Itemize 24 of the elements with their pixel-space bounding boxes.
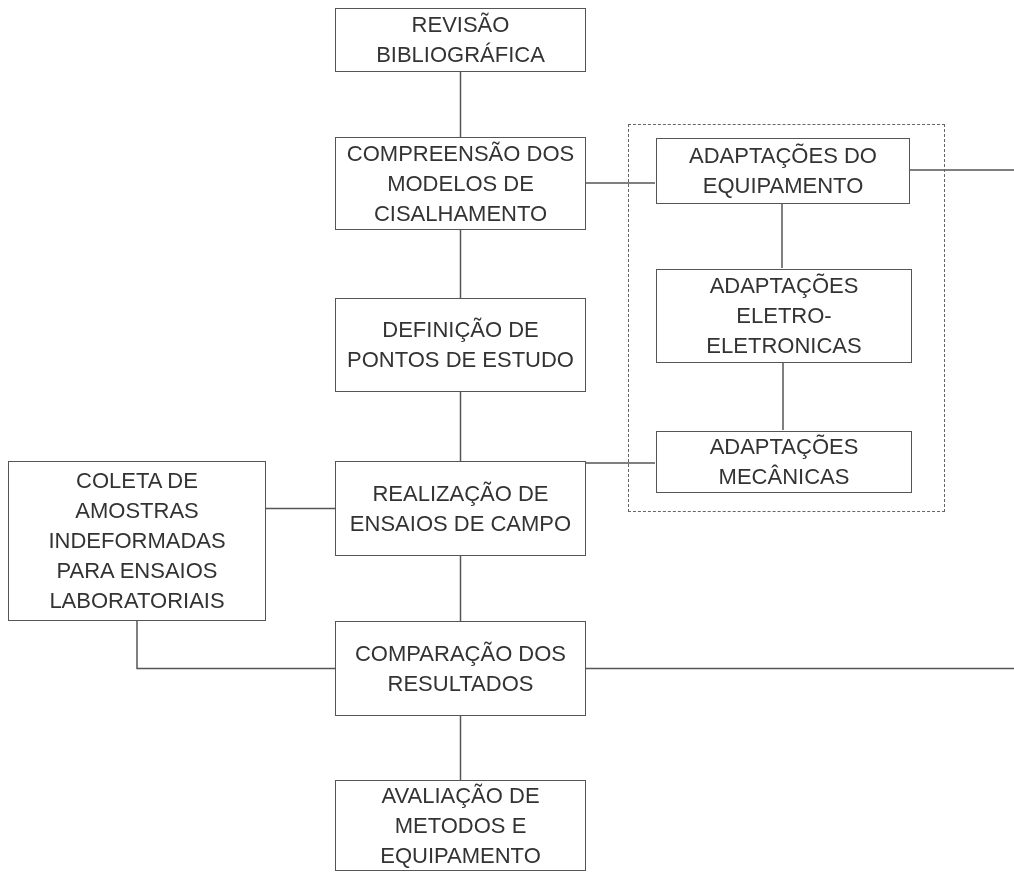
connector-line: [459, 229, 462, 299]
connector-line: [459, 555, 462, 622]
connector-line: [585, 182, 656, 184]
connector-line: [265, 507, 336, 510]
process-box: COMPREENSÃO DOS MODELOS DE CISALHAMENTO: [335, 137, 586, 230]
process-box: AVALIAÇÃO DE METODOS E EQUIPAMENTO: [335, 780, 586, 871]
process-box: COMPARAÇÃO DOS RESULTADOS: [335, 621, 586, 716]
dashed-group-frame: [628, 124, 945, 512]
connector-line: [908, 169, 1014, 171]
connector-line: [459, 71, 462, 138]
process-box: ADAPTAÇÕES MECÂNICAS: [656, 431, 912, 493]
process-box: ADAPTAÇÕES DO EQUIPAMENTO: [656, 138, 910, 204]
process-box: DEFINIÇÃO DE PONTOS DE ESTUDO: [335, 298, 586, 392]
connector-line: [136, 620, 336, 670]
process-box: ADAPTAÇÕES ELETRO- ELETRONICAS: [656, 269, 912, 363]
process-box: REALIZAÇÃO DE ENSAIOS DE CAMPO: [335, 461, 586, 556]
connector-line: [782, 361, 784, 431]
connector-line: [781, 202, 783, 269]
connector-line: [585, 667, 1014, 670]
connector-line: [459, 391, 462, 462]
connector-line: [459, 715, 462, 781]
process-box: REVISÃO BIBLIOGRÁFICA: [335, 8, 586, 72]
connector-line: [585, 462, 656, 464]
process-box: COLETA DE AMOSTRAS INDEFORMADAS PARA ENSAIOS LABORATORIAIS: [8, 461, 266, 621]
